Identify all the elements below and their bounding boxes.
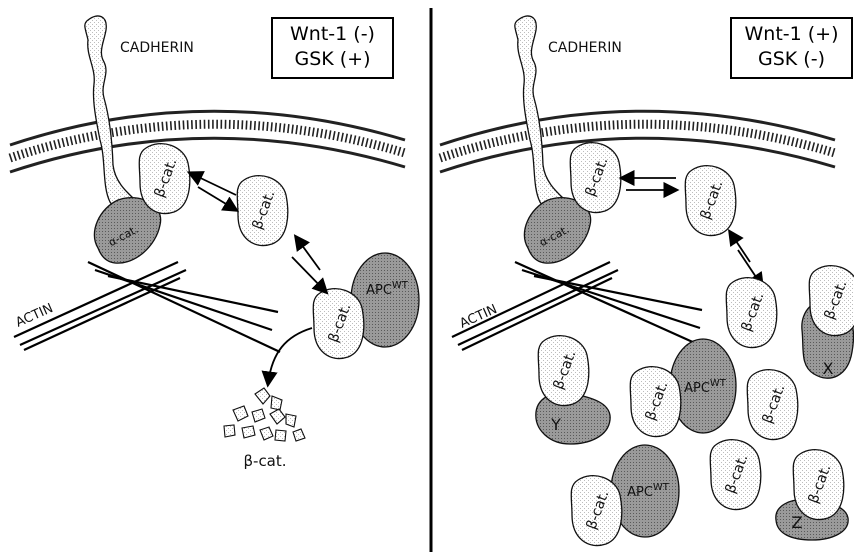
beta-catenin-apc-bound: β-cat.: [313, 289, 364, 359]
partner-z-label: Z: [792, 513, 803, 532]
left-condition-box: Wnt-1 (-) GSK (+): [271, 17, 394, 79]
gsk-status-left: GSK (+): [273, 47, 392, 72]
gsk-status-right: GSK (-): [732, 47, 851, 72]
beta-catenin-apc-bound-right-2: β-cat.: [571, 476, 622, 546]
beta-catenin-membrane-right: β-cat.: [570, 143, 621, 213]
beta-catenin-y-bound: β-cat.: [538, 336, 589, 406]
beta-catenin-membrane: β-cat.: [139, 144, 190, 214]
degraded-beta-catenin: [224, 388, 305, 441]
beta-catenin-free-right: β-cat.: [685, 166, 736, 236]
beta-catenin-x-bound: β-cat.: [809, 266, 854, 336]
beta-catenin-free-right-4: β-cat.: [710, 440, 761, 510]
beta-catenin-free-right-3: β-cat.: [747, 370, 798, 440]
wnt-status-left: Wnt-1 (-): [273, 22, 392, 47]
actin-filaments: [14, 262, 280, 352]
actin-label: ACTIN: [14, 301, 56, 331]
left-panel: CADHERIN ACTIN α-cat. β-cat. β-cat. APCW…: [10, 16, 419, 470]
cell-membrane: [10, 111, 405, 172]
beta-catenin-z-bound: β-cat.: [793, 450, 844, 520]
cadherin-label-right: CADHERIN: [548, 40, 622, 56]
beta-catenin-free: β-cat.: [237, 176, 288, 246]
actin-label-right: ACTIN: [458, 302, 500, 332]
cell-membrane-right: [440, 111, 835, 172]
wnt-status-right: Wnt-1 (+): [732, 22, 851, 47]
partner-y-label: Y: [550, 415, 561, 434]
beta-catenin-apc-bound-right-1: β-cat.: [630, 367, 681, 437]
right-panel: CADHERIN ACTIN α-cat. β-cat. β-cat.: [440, 16, 854, 546]
degraded-label: β-cat.: [243, 452, 286, 470]
partner-x-label: X: [823, 359, 834, 378]
beta-catenin-free-right-2: β-cat.: [726, 278, 777, 348]
right-condition-box: Wnt-1 (+) GSK (-): [730, 17, 853, 79]
cadherin-label: CADHERIN: [120, 40, 194, 56]
